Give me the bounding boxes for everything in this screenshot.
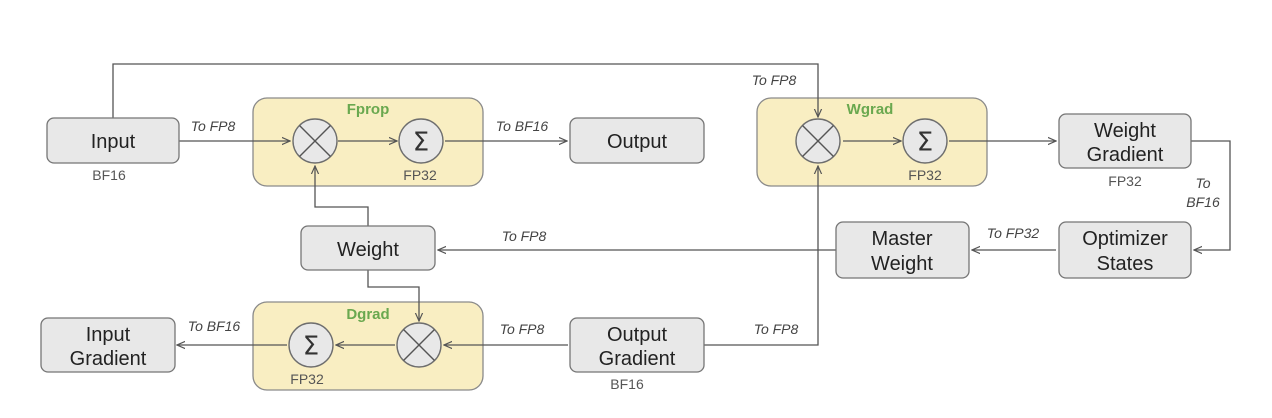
fprop-sum-operator: Σ [398,118,444,164]
node-output-gradient-line2: Gradient [599,348,676,370]
node-input-gradient: Input Gradient [40,317,176,373]
fprop-title: Fprop [347,101,390,118]
node-weight-gradient-line1: Weight [1094,120,1156,142]
node-input-dtype: BF16 [92,167,126,183]
label-master-to-weight: To FP8 [502,228,547,244]
node-optimizer-states-line1: Optimizer [1082,228,1168,250]
edge-labels: To FP8 To BF16 To FP8 To FP8 To FP32 To … [188,72,1220,337]
node-input: Input BF16 [46,117,180,183]
node-output-gradient-line1: Output [607,324,667,346]
node-output-gradient-dtype: BF16 [610,376,644,392]
label-dgrad-to-ingrad: To BF16 [188,318,241,334]
edge-input-to-wgrad [112,63,818,118]
fprop-precision: FP32 [403,167,437,183]
edge-weight-to-dgrad [367,270,419,321]
node-weight-gradient-line2: Gradient [1087,144,1164,166]
node-master-weight: Master Weight [835,221,970,279]
label-wgrad-to-optimizer-line1: To [1195,175,1210,191]
edge-weight-to-fprop [315,166,369,226]
fprop-sum-symbol: Σ [413,128,429,158]
wgrad-sum-symbol: Σ [917,128,933,158]
wgrad-precision: FP32 [908,167,942,183]
edge-output-gradient-to-wgrad [704,166,818,346]
node-input-label: Input [91,131,136,153]
wgrad-multiply-operator [795,118,841,164]
edges [112,63,1231,346]
label-fprop-to-output: To BF16 [496,118,549,134]
label-outgrad-to-wgrad: To FP8 [754,321,799,337]
edge-weight-gradient-to-optimizer [1191,140,1231,250]
label-wgrad-to-optimizer-line2: BF16 [1186,194,1220,210]
label-input-to-fprop: To FP8 [191,118,236,134]
node-output-gradient: Output Gradient BF16 [569,317,705,392]
node-weight-gradient: Weight Gradient FP32 [1058,113,1192,189]
label-optimizer-to-master: To FP32 [987,225,1040,241]
node-master-weight-line1: Master [871,228,932,250]
dgrad-group: Dgrad FP32 [252,301,484,391]
node-input-gradient-line2: Gradient [70,348,147,370]
dgrad-sum-operator: Σ [288,322,334,368]
node-optimizer-states-line2: States [1097,253,1154,275]
node-input-gradient-line1: Input [86,324,131,346]
wgrad-title: Wgrad [847,101,894,118]
dgrad-multiply-operator [396,322,442,368]
label-input-to-wgrad: To FP8 [752,72,797,88]
node-output: Output [569,117,705,164]
node-output-label: Output [607,131,667,153]
node-weight-gradient-dtype: FP32 [1108,173,1142,189]
wgrad-group: Wgrad FP32 [756,97,988,187]
dgrad-sum-symbol: Σ [303,332,319,362]
node-weight: Weight [300,225,436,271]
dgrad-title: Dgrad [346,306,389,323]
node-master-weight-line2: Weight [871,253,933,275]
wgrad-sum-operator: Σ [902,118,948,164]
label-outgrad-to-dgrad: To FP8 [500,321,545,337]
node-weight-label: Weight [337,239,399,261]
node-optimizer-states: Optimizer States [1058,221,1192,279]
dgrad-precision: FP32 [290,371,324,387]
fprop-group: Fprop FP32 [252,97,484,187]
fprop-multiply-operator [292,118,338,164]
